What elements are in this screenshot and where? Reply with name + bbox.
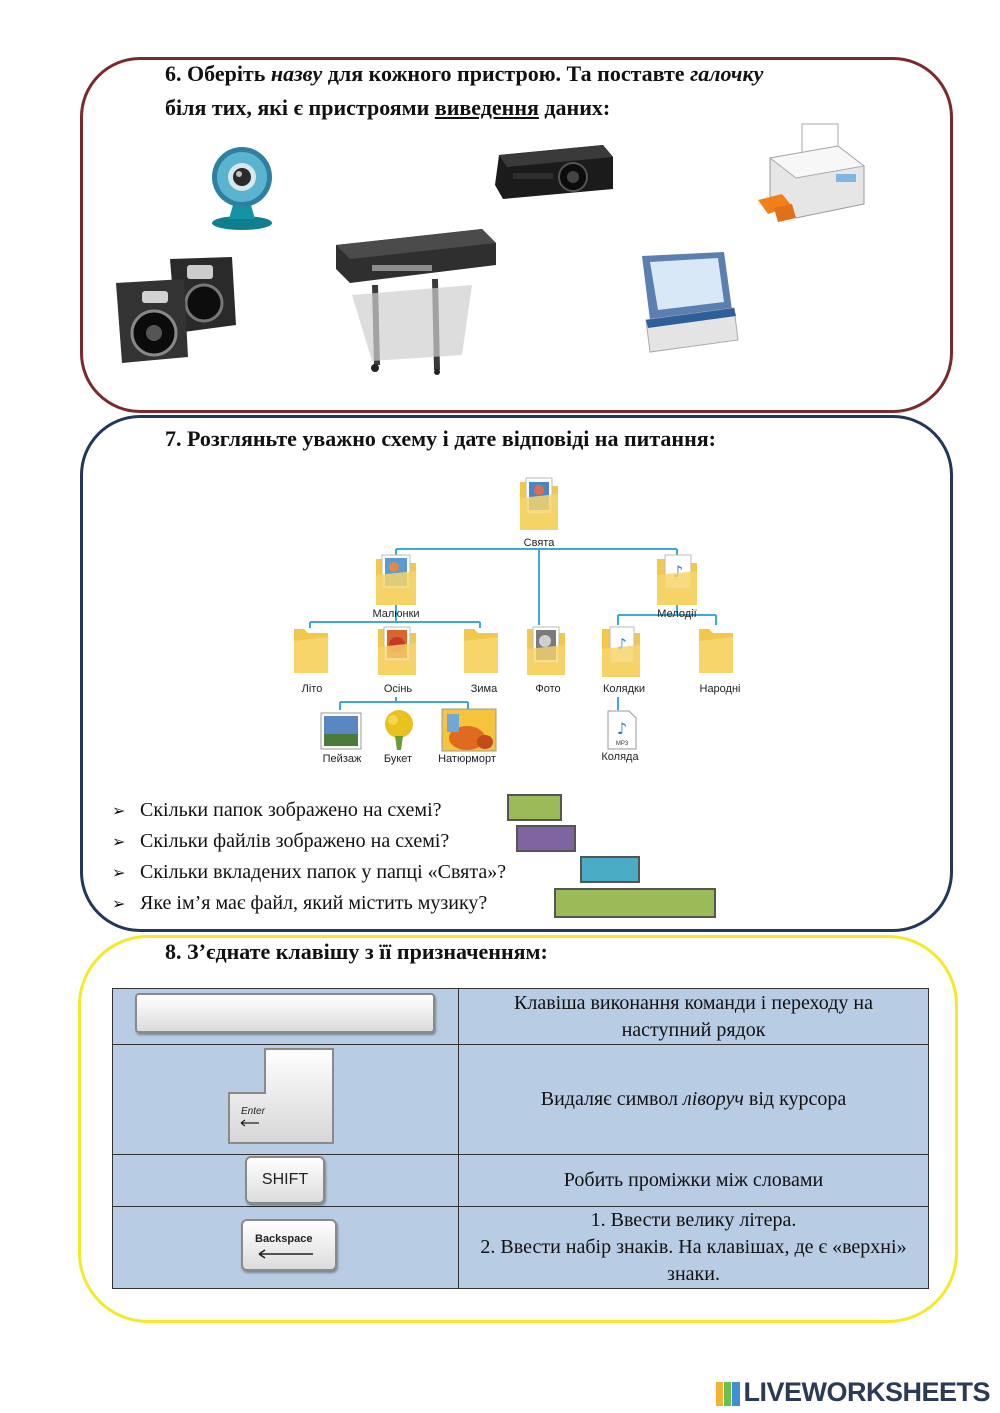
label-folk: Народні <box>699 683 741 695</box>
folder-pictures-icon <box>376 554 416 605</box>
svg-text:♪: ♪ <box>673 562 683 581</box>
folder-melodies-icon: ♪ <box>657 554 697 605</box>
label-pictures: Малюнки <box>372 608 420 620</box>
description-backspace: Видаляє символ ліворуч від курсора <box>458 1044 929 1155</box>
plotter-image <box>336 229 496 375</box>
folder-winter-icon <box>464 629 498 673</box>
description-shift: 1. Ввести велику літера. 2. Ввести набір… <box>458 1206 929 1289</box>
question-8-box <box>78 935 958 1323</box>
projector-image <box>495 145 613 199</box>
question-6-box <box>80 57 953 413</box>
key-cell-1 <box>112 988 459 1045</box>
table-row: Backspace 1. Ввести велику літера. 2. Вв… <box>112 1206 929 1289</box>
list-item: ➢Скільки папок зображено на схемі? <box>112 795 442 825</box>
answer-field-3[interactable] <box>580 856 640 883</box>
file-carol-icon: ♪ MP3 <box>607 710 637 750</box>
key-cell-4: Backspace <box>112 1206 459 1289</box>
key-cell-2: Enter <box>112 1044 459 1155</box>
list-item: ➢Яке ім’я має файл, який містить музику? <box>112 888 487 918</box>
key-cell-3: SHIFT <box>112 1154 459 1207</box>
backspace-key[interactable]: Backspace <box>241 1219 337 1271</box>
label-carols: Колядки <box>602 683 646 695</box>
question-7-box <box>80 415 953 932</box>
arrow-bullet-icon: ➢ <box>112 801 126 820</box>
folder-photo-icon <box>527 626 565 675</box>
label-melodies: Мелодії <box>657 608 697 620</box>
label-winter: Зима <box>470 683 498 695</box>
arrow-bullet-icon: ➢ <box>112 832 126 851</box>
folder-svyata-icon <box>520 477 558 530</box>
svg-text:Enter: Enter <box>241 1106 266 1117</box>
label-carol-file: Коляда <box>601 751 639 763</box>
spacebar-key[interactable] <box>135 993 435 1033</box>
answer-field-4[interactable] <box>554 888 716 918</box>
left-arrow-icon <box>258 1249 313 1259</box>
webcam-image <box>212 147 272 230</box>
label-autumn: Осінь <box>383 683 413 695</box>
label-summer: Літо <box>301 683 323 695</box>
svg-text:♪: ♪ <box>617 719 627 738</box>
description-enter: Клавіша виконання команди і переходу на … <box>458 988 929 1045</box>
shift-key[interactable]: SHIFT <box>245 1156 325 1204</box>
folder-tree-lines <box>309 548 717 710</box>
printer-image <box>758 123 866 222</box>
folder-carols-icon: ♪ <box>602 626 640 677</box>
enter-key[interactable]: Enter <box>225 1047 337 1147</box>
description-space: Робить проміжки між словами <box>458 1154 929 1207</box>
label-bouquet: Букет <box>383 753 413 765</box>
question-6-title: 6. Оберіть назву для кожного пристрою. Т… <box>165 61 764 120</box>
question-7-title: 7. Розгляньте уважно схему і дате відпов… <box>165 426 716 451</box>
label-photo: Фото <box>535 683 561 695</box>
file-bouquet-icon <box>385 710 413 750</box>
arrow-bullet-icon: ➢ <box>112 894 126 913</box>
svg-text:MP3: MP3 <box>616 741 629 747</box>
table-row: Enter Видаляє символ ліворуч від курсора <box>112 1044 929 1155</box>
list-item: ➢Скільки файлів зображено на схемі? <box>112 826 449 856</box>
file-landscape-icon <box>320 712 362 750</box>
folder-autumn-icon <box>378 626 416 675</box>
arrow-bullet-icon: ➢ <box>112 863 126 882</box>
list-item: ➢Скільки вкладених папок у папці «Свята»… <box>112 857 506 887</box>
speakers-image <box>116 257 236 363</box>
liveworksheets-logo-icon <box>716 1381 741 1406</box>
table-row: Клавіша виконання команди і переходу на … <box>112 988 929 1045</box>
label-landscape: Пейзаж <box>322 753 362 765</box>
svg-text:♪: ♪ <box>617 635 627 653</box>
label-svyata: Свята <box>523 537 555 549</box>
answer-field-1[interactable] <box>507 794 562 821</box>
scanner-image <box>642 252 739 353</box>
label-still-life: Натюрморт <box>438 753 496 765</box>
answer-field-2[interactable] <box>516 825 576 852</box>
key-matching-table: Клавіша виконання команди і переходу на … <box>112 988 929 1289</box>
question-8-title: 8. З’єднате клавішу з її призначенням: <box>165 939 548 964</box>
table-row: SHIFT Робить проміжки між словами <box>112 1154 929 1207</box>
liveworksheets-logo: LIVEWORKSHEETS <box>716 1377 990 1408</box>
folder-folk-icon <box>699 629 733 673</box>
file-still-life-icon <box>441 708 497 752</box>
folder-summer-icon <box>294 629 328 673</box>
